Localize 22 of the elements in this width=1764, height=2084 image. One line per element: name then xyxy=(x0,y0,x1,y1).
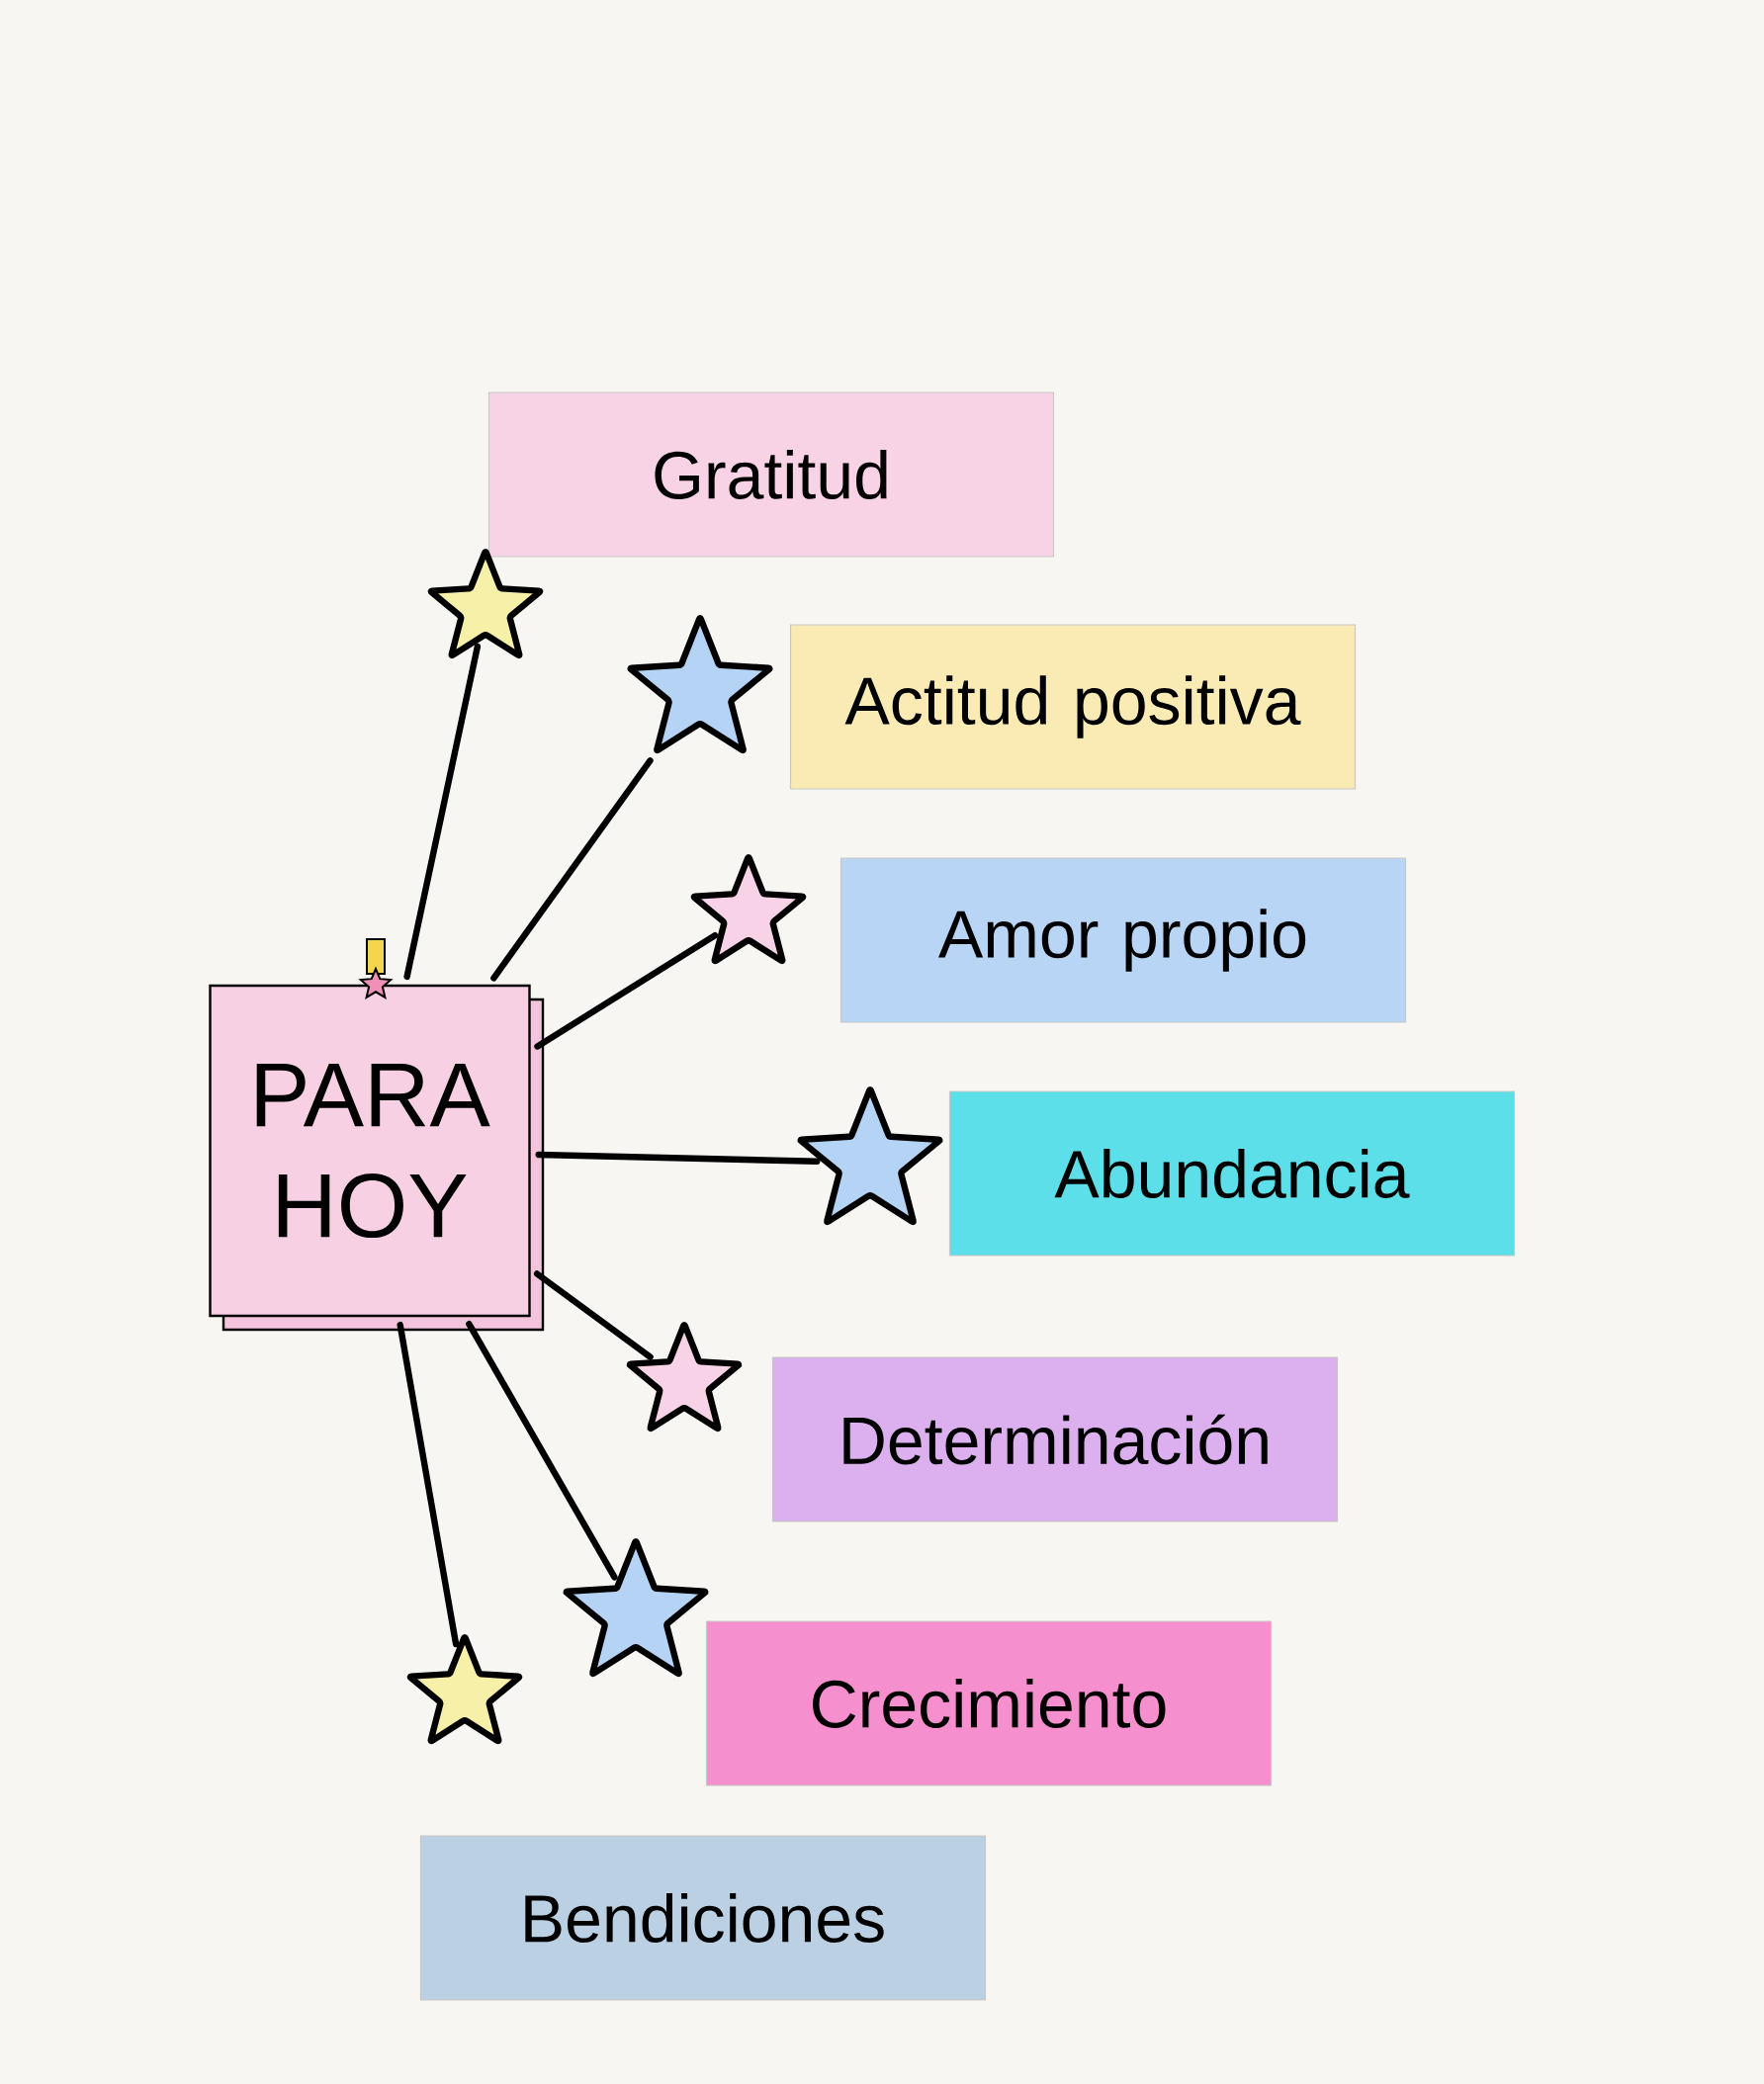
label-box: Bendiciones xyxy=(419,1835,987,2001)
star xyxy=(797,1085,943,1226)
star xyxy=(626,1321,743,1433)
star xyxy=(627,614,773,754)
label-box: Determinación xyxy=(771,1356,1339,1522)
label-box: Gratitud xyxy=(487,391,1055,558)
star xyxy=(563,1537,709,1678)
star xyxy=(406,1633,523,1745)
label-box: Amor propio xyxy=(839,857,1407,1023)
line xyxy=(403,643,482,981)
line xyxy=(535,1151,821,1165)
line xyxy=(466,1320,618,1581)
label-box: Actitud positiva xyxy=(789,624,1357,790)
star xyxy=(427,548,544,659)
star xyxy=(690,853,807,965)
label-box: Abundancia xyxy=(948,1090,1516,1257)
line xyxy=(534,932,719,1050)
line xyxy=(533,1270,654,1360)
line xyxy=(490,757,654,982)
label-box: Crecimiento xyxy=(705,1620,1273,1786)
sticky-note: PARA HOY xyxy=(209,984,545,1332)
line xyxy=(397,1321,460,1648)
